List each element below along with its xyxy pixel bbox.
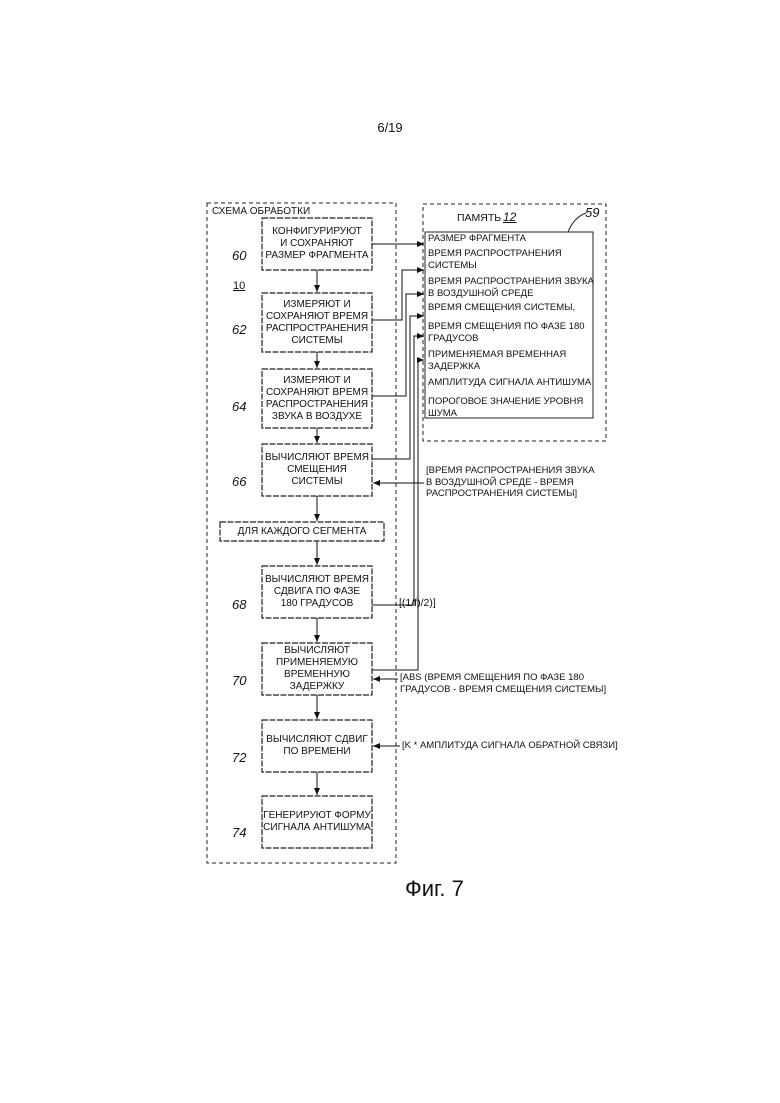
loop-for-each-segment: ДЛЯ КАЖДОГО СЕГМЕНТА xyxy=(220,522,384,541)
formula-time-shift: [K * АМПЛИТУДА СИГНАЛА ОБРАТНОЙ СВЯЗИ] xyxy=(402,740,618,752)
memory-item-fragment-size: РАЗМЕР ФРАГМЕНТА xyxy=(428,233,526,245)
memory-item-system-offset: ВРЕМЯ СМЕЩЕНИЯ СИСТЕМЫ, xyxy=(428,302,575,314)
step-ref-72: 72 xyxy=(232,750,246,765)
step-generate-antinoise: ГЕНЕРИРУЮТ ФОРМУ СИГНАЛА АНТИШУМА xyxy=(262,796,372,848)
step-ref-68: 68 xyxy=(232,597,246,612)
step-measure-sound-propagation: ИЗМЕРЯЮТ И СОХРАНЯЮТ ВРЕМЯ РАСПРОСТРАНЕН… xyxy=(262,369,372,428)
memory-item-applied-delay: ПРИМЕНЯЕМАЯ ВРЕМЕННАЯ ЗАДЕРЖКА xyxy=(428,349,566,372)
step-ref-70: 70 xyxy=(232,673,246,688)
step-ref-74: 74 xyxy=(232,825,246,840)
step-ref-60: 60 xyxy=(232,248,246,263)
step-ref-64: 64 xyxy=(232,399,246,414)
memory-item-phase-offset: ВРЕМЯ СМЕЩЕНИЯ ПО ФАЗЕ 180 ГРАДУСОВ xyxy=(428,321,585,344)
step-compute-system-offset: ВЫЧИСЛЯЮТ ВРЕМЯ СМЕЩЕНИЯ СИСТЕМЫ xyxy=(262,444,372,496)
memory-block-ref: 59 xyxy=(585,205,599,220)
memory-item-sound-propagation: ВРЕМЯ РАСПРОСТРАНЕНИЯ ЗВУКА В ВОЗДУШНОЙ … xyxy=(428,276,594,299)
memory-item-antinoise-amplitude: АМПЛИТУДА СИГНАЛА АНТИШУМА xyxy=(428,377,591,389)
memory-item-noise-threshold: ПОРОГОВОЕ ЗНАЧЕНИЕ УРОВНЯ ШУМА xyxy=(428,396,583,419)
step-ref-66: 66 xyxy=(232,474,246,489)
processing-circuit-ref: 10 xyxy=(233,280,245,292)
processing-circuit-label: СХЕМА ОБРАБОТКИ xyxy=(212,205,310,218)
memory-item-system-propagation: ВРЕМЯ РАСПРОСТРАНЕНИЯ СИСТЕМЫ xyxy=(428,248,562,271)
memory-ref: 12 xyxy=(503,210,516,224)
step-measure-system-propagation: ИЗМЕРЯЮТ И СОХРАНЯЮТ ВРЕМЯ РАСПРОСТРАНЕН… xyxy=(262,293,372,352)
step-compute-time-shift: ВЫЧИСЛЯЮТ СДВИГ ПО ВРЕМЕНИ xyxy=(262,720,372,772)
step-ref-62: 62 xyxy=(232,322,246,337)
step-compute-phase-shift: ВЫЧИСЛЯЮТ ВРЕМЯ СДВИГА ПО ФАЗЕ 180 ГРАДУ… xyxy=(262,566,372,618)
formula-system-offset: [ВРЕМЯ РАСПРОСТРАНЕНИЯ ЗВУКА В ВОЗДУШНОЙ… xyxy=(426,465,595,500)
step-configure-fragment-size: КОНФИГУРИРУЮТ И СОХРАНЯЮТ РАЗМЕР ФРАГМЕН… xyxy=(262,218,372,270)
figure-caption: Фиг. 7 xyxy=(405,876,464,902)
step-compute-applied-delay: ВЫЧИСЛЯЮТ ПРИМЕНЯЕМУЮ ВРЕМЕННУЮ ЗАДЕРЖКУ xyxy=(262,643,372,695)
formula-phase-shift: [(1/f)/2)] xyxy=(399,598,436,610)
formula-applied-delay: [ABS (ВРЕМЯ СМЕЩЕНИЯ ПО ФАЗЕ 180 ГРАДУСО… xyxy=(400,672,606,695)
memory-label: ПАМЯТЬ xyxy=(457,212,501,225)
